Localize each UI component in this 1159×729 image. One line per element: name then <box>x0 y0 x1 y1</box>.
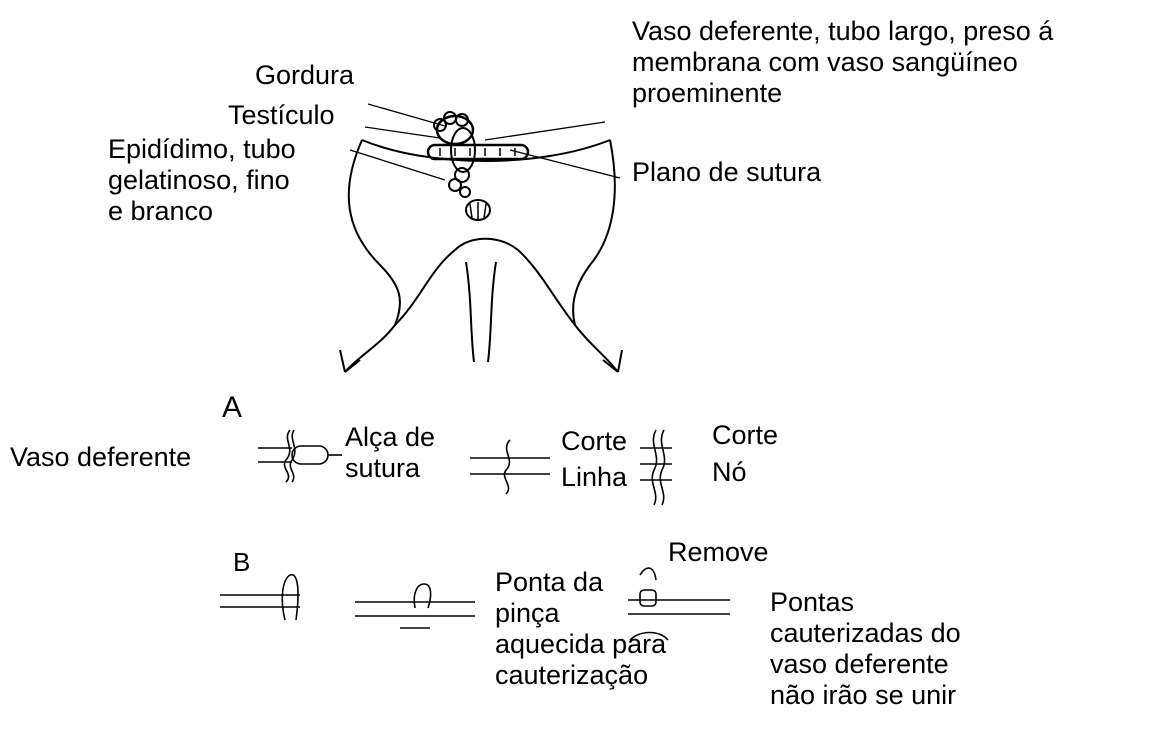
label-remove: Remove <box>668 537 769 568</box>
epididimo-line: gelatinoso, fino <box>108 165 296 196</box>
label-epididimo: Epidídimo, tubo gelatinoso, fino e branc… <box>108 134 296 227</box>
pontas-line: Pontas <box>770 587 961 618</box>
alca-line: sutura <box>345 453 435 484</box>
label-gordura: Gordura <box>255 60 354 91</box>
epididimo-line: Epidídimo, tubo <box>108 134 296 165</box>
pontas-line: cauterizadas do <box>770 618 961 649</box>
panel-letter-b: B <box>233 546 250 578</box>
ponta-line: pinça <box>495 598 666 629</box>
label-plano-de-sutura: Plano de sutura <box>632 157 821 188</box>
label-vaso-deferente-top: Vaso deferente, tubo largo, preso á memb… <box>632 16 1053 109</box>
ponta-line: Ponta da <box>495 567 666 598</box>
vaso-line: Vaso deferente, tubo largo, preso á <box>632 16 1053 47</box>
ponta-line: aquecida para <box>495 629 666 660</box>
label-testiculo: Testículo <box>228 100 335 131</box>
animal-body-outline <box>340 140 622 372</box>
leader-lines-top <box>350 104 620 180</box>
label-pontas-cauterizadas: Pontas cauterizadas do vaso deferente nã… <box>770 587 961 711</box>
label-ponta-da-pinca: Ponta da pinça aquecida para cauterizaçã… <box>495 567 666 691</box>
testis-cluster <box>428 112 528 220</box>
label-vaso-deferente-a: Vaso deferente <box>10 442 191 473</box>
label-alca-de-sutura: Alça de sutura <box>345 422 435 484</box>
alca-line: Alça de <box>345 422 435 453</box>
label-linha: Linha <box>561 462 627 493</box>
panel-letter-a: A <box>222 392 242 424</box>
label-no: Nó <box>712 457 747 488</box>
vaso-line: membrana com vaso sangüíneo <box>632 47 1053 78</box>
label-corte-2: Corte <box>712 420 778 451</box>
epididimo-line: e branco <box>108 196 296 227</box>
pontas-line: não irão se unir <box>770 680 961 711</box>
pontas-line: vaso deferente <box>770 649 961 680</box>
vaso-line: proeminente <box>632 78 1053 109</box>
label-corte-1: Corte <box>561 426 627 457</box>
tail-structure <box>455 239 518 362</box>
ponta-line: cauterização <box>495 660 666 691</box>
